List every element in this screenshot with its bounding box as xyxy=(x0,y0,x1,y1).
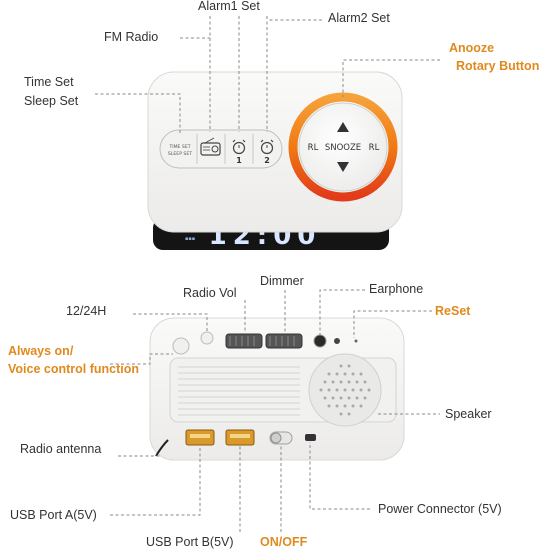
label-speaker: Speaker xyxy=(445,407,492,421)
reset-hole xyxy=(334,338,340,344)
top-clock-device: 12:00 ▪▪▪ TIME SET SLEEP SET 1 xyxy=(147,71,403,251)
knob-rl-left: RL xyxy=(308,143,319,153)
alarm2-number: 2 xyxy=(264,156,270,165)
label-alarm1-set: Alarm1 Set xyxy=(198,0,260,13)
bottom-leader-lines xyxy=(110,289,440,532)
bottom-clock-device xyxy=(149,317,405,461)
label-reset: ReSet xyxy=(435,304,471,318)
label-always-on-line1: Always on/ xyxy=(8,344,74,358)
label-snooze-line2: Rotary Button xyxy=(456,59,540,73)
knob-snooze: SNOOZE xyxy=(325,143,361,153)
label-radio-antenna: Radio antenna xyxy=(20,442,102,456)
label-dimmer: Dimmer xyxy=(260,274,304,288)
label-alarm2-set: Alarm2 Set xyxy=(328,11,390,25)
label-usb-port-b: USB Port B(5V) xyxy=(146,535,234,549)
led-display-small-left: ▪▪▪ xyxy=(185,236,195,242)
h12-24-button xyxy=(200,331,214,345)
label-radio-vol: Radio Vol xyxy=(183,286,237,300)
label-usb-port-a: USB Port A(5V) xyxy=(10,508,97,522)
label-sleep-set: Sleep Set xyxy=(24,94,79,108)
label-always-on-line2: Voice control function xyxy=(8,362,140,376)
voice-control-button xyxy=(172,337,190,355)
button-strip xyxy=(159,129,283,169)
alarm-clock-2-icon xyxy=(260,139,274,155)
radio-vol-wheel xyxy=(225,333,263,349)
alarm1-number: 1 xyxy=(236,156,242,165)
antenna-wire xyxy=(155,439,169,457)
sleep-set-mark: SLEEP SET xyxy=(168,151,192,157)
label-power-connector: Power Connector (5V) xyxy=(378,502,502,516)
label-snooze-line1: Anooze xyxy=(449,41,495,55)
dimmer-wheel xyxy=(265,333,303,349)
power-connector-port xyxy=(305,434,316,441)
snooze-knob xyxy=(298,102,388,192)
radio-icon xyxy=(200,137,221,156)
time-set-mark: TIME SET xyxy=(168,144,190,150)
alarm-clock-1-icon xyxy=(232,139,246,155)
top-leader-lines xyxy=(95,16,440,135)
earphone-jack xyxy=(313,334,327,348)
label-on-off: ON/OFF xyxy=(260,535,308,549)
knob-rl-right: RL xyxy=(369,143,380,153)
label-earphone: Earphone xyxy=(369,282,424,296)
arrow-up-icon xyxy=(337,122,349,132)
arrow-down-icon xyxy=(337,162,349,172)
label-time-set: Time Set xyxy=(24,75,74,89)
label-fm-radio: FM Radio xyxy=(104,30,159,44)
speaker-holes xyxy=(319,364,371,416)
status-dot xyxy=(354,339,358,343)
label-12-24h: 12/24H xyxy=(66,304,107,318)
